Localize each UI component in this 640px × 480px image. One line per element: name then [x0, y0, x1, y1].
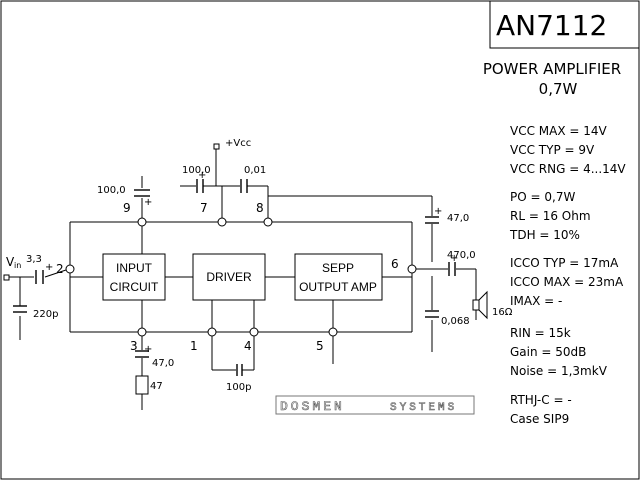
pin-nodes — [65, 217, 417, 337]
spec-tdh: TDH = 10% — [509, 228, 580, 242]
driver-block-label: DRIVER — [206, 270, 252, 284]
c8-value: 0,01 — [244, 165, 266, 176]
svg-text:+: + — [450, 253, 458, 264]
pin-node-5 — [328, 327, 338, 337]
spec-list: VCC MAX = 14V VCC TYP = 9V VCC RNG = 4..… — [509, 124, 626, 426]
svg-text:+: + — [144, 197, 152, 208]
svg-text:+: + — [45, 262, 53, 273]
external-wiring — [8, 148, 477, 410]
brand-box — [275, 395, 475, 415]
input-label-sub: in — [14, 261, 21, 270]
pin-label-7: 7 — [200, 201, 208, 215]
pin-label-3: 3 — [130, 339, 138, 353]
pin-label-2: 2 — [56, 262, 64, 276]
czobel-value: 0,068 — [441, 316, 470, 327]
sepp-output-block: SEPP OUTPUT AMP — [294, 253, 383, 301]
subtitle-line2: 0,7W — [539, 80, 578, 98]
brand-left: DOSMEN — [280, 399, 345, 414]
speaker-icon — [472, 290, 488, 320]
driver-block: DRIVER — [192, 253, 266, 301]
ic-outline — [69, 221, 413, 333]
c3-value: 47,0 — [152, 358, 174, 369]
speaker-value: 16Ω — [492, 307, 513, 318]
svg-text:+: + — [198, 170, 206, 181]
polarity-marks: + + + + + + — [45, 170, 458, 355]
vcc-terminal — [213, 143, 220, 150]
spec-icco-max: ICCO MAX = 23mA — [510, 275, 624, 289]
pin-node-6 — [407, 264, 417, 274]
spec-imax: IMAX = - — [510, 294, 562, 308]
pin-label-8: 8 — [256, 201, 264, 215]
title-box — [489, 1, 639, 49]
brand-right: SYSTEMS — [390, 402, 457, 414]
pin-label-9: 9 — [123, 201, 131, 215]
input-label: V — [6, 255, 15, 269]
pin-label-5: 5 — [316, 339, 324, 353]
spec-rthj: RTHJ-C = - — [510, 393, 572, 407]
sepp-block-line1: SEPP — [322, 261, 354, 275]
spec-vcc-max: VCC MAX = 14V — [510, 124, 608, 138]
r3-value: 47 — [150, 381, 163, 392]
pin-node-2 — [65, 264, 75, 274]
part-number-title: AN7112 — [496, 9, 607, 42]
pin-label-6: 6 — [391, 257, 399, 271]
spec-noise: Noise = 1,3mkV — [510, 364, 608, 378]
pin-node-8 — [263, 217, 273, 227]
spec-case: Case SIP9 — [510, 412, 569, 426]
pin-node-7 — [217, 217, 227, 227]
input-block-line1: INPUT — [116, 261, 153, 275]
subtitle-line1: POWER AMPLIFIER — [483, 60, 621, 78]
vcc-label: +Vcc — [225, 138, 251, 149]
resistor-pin3 — [135, 375, 149, 395]
input-terminal — [3, 274, 10, 281]
c14-value: 100p — [226, 382, 251, 393]
pin-node-9 — [137, 217, 147, 227]
input-block-line2: CIRCUIT — [110, 280, 159, 294]
svg-text:+: + — [434, 206, 442, 217]
spec-vcc-typ: VCC TYP = 9V — [510, 143, 595, 157]
pin-node-1 — [207, 327, 217, 337]
cvcc-value: 47,0 — [447, 213, 469, 224]
c9-value: 100,0 — [97, 185, 126, 196]
spec-rl: RL = 16 Ohm — [510, 209, 591, 223]
spec-rin: RIN = 15k — [510, 326, 571, 340]
spec-gain: Gain = 50dB — [510, 345, 586, 359]
c7-value: 100,0 — [182, 165, 211, 176]
spec-po: PO = 0,7W — [510, 190, 575, 204]
cout-value: 470,0 — [447, 250, 476, 261]
input-circuit-block: INPUT CIRCUIT — [102, 253, 166, 301]
pin-label-4: 4 — [244, 339, 252, 353]
internal-wiring — [70, 222, 412, 332]
sepp-block-line2: OUTPUT AMP — [299, 280, 377, 294]
capacitor-plates — [13, 179, 456, 376]
c220p-value: 220p — [33, 309, 58, 320]
spec-vcc-rng: VCC RNG = 4...14V — [510, 162, 626, 176]
spec-icco-typ: ICCO TYP = 17mA — [510, 256, 619, 270]
pin-label-1: 1 — [190, 339, 198, 353]
cin-value: 3,3 — [26, 254, 42, 265]
svg-text:+: + — [144, 344, 152, 355]
pin-node-3 — [137, 327, 147, 337]
pin-node-4 — [249, 327, 259, 337]
